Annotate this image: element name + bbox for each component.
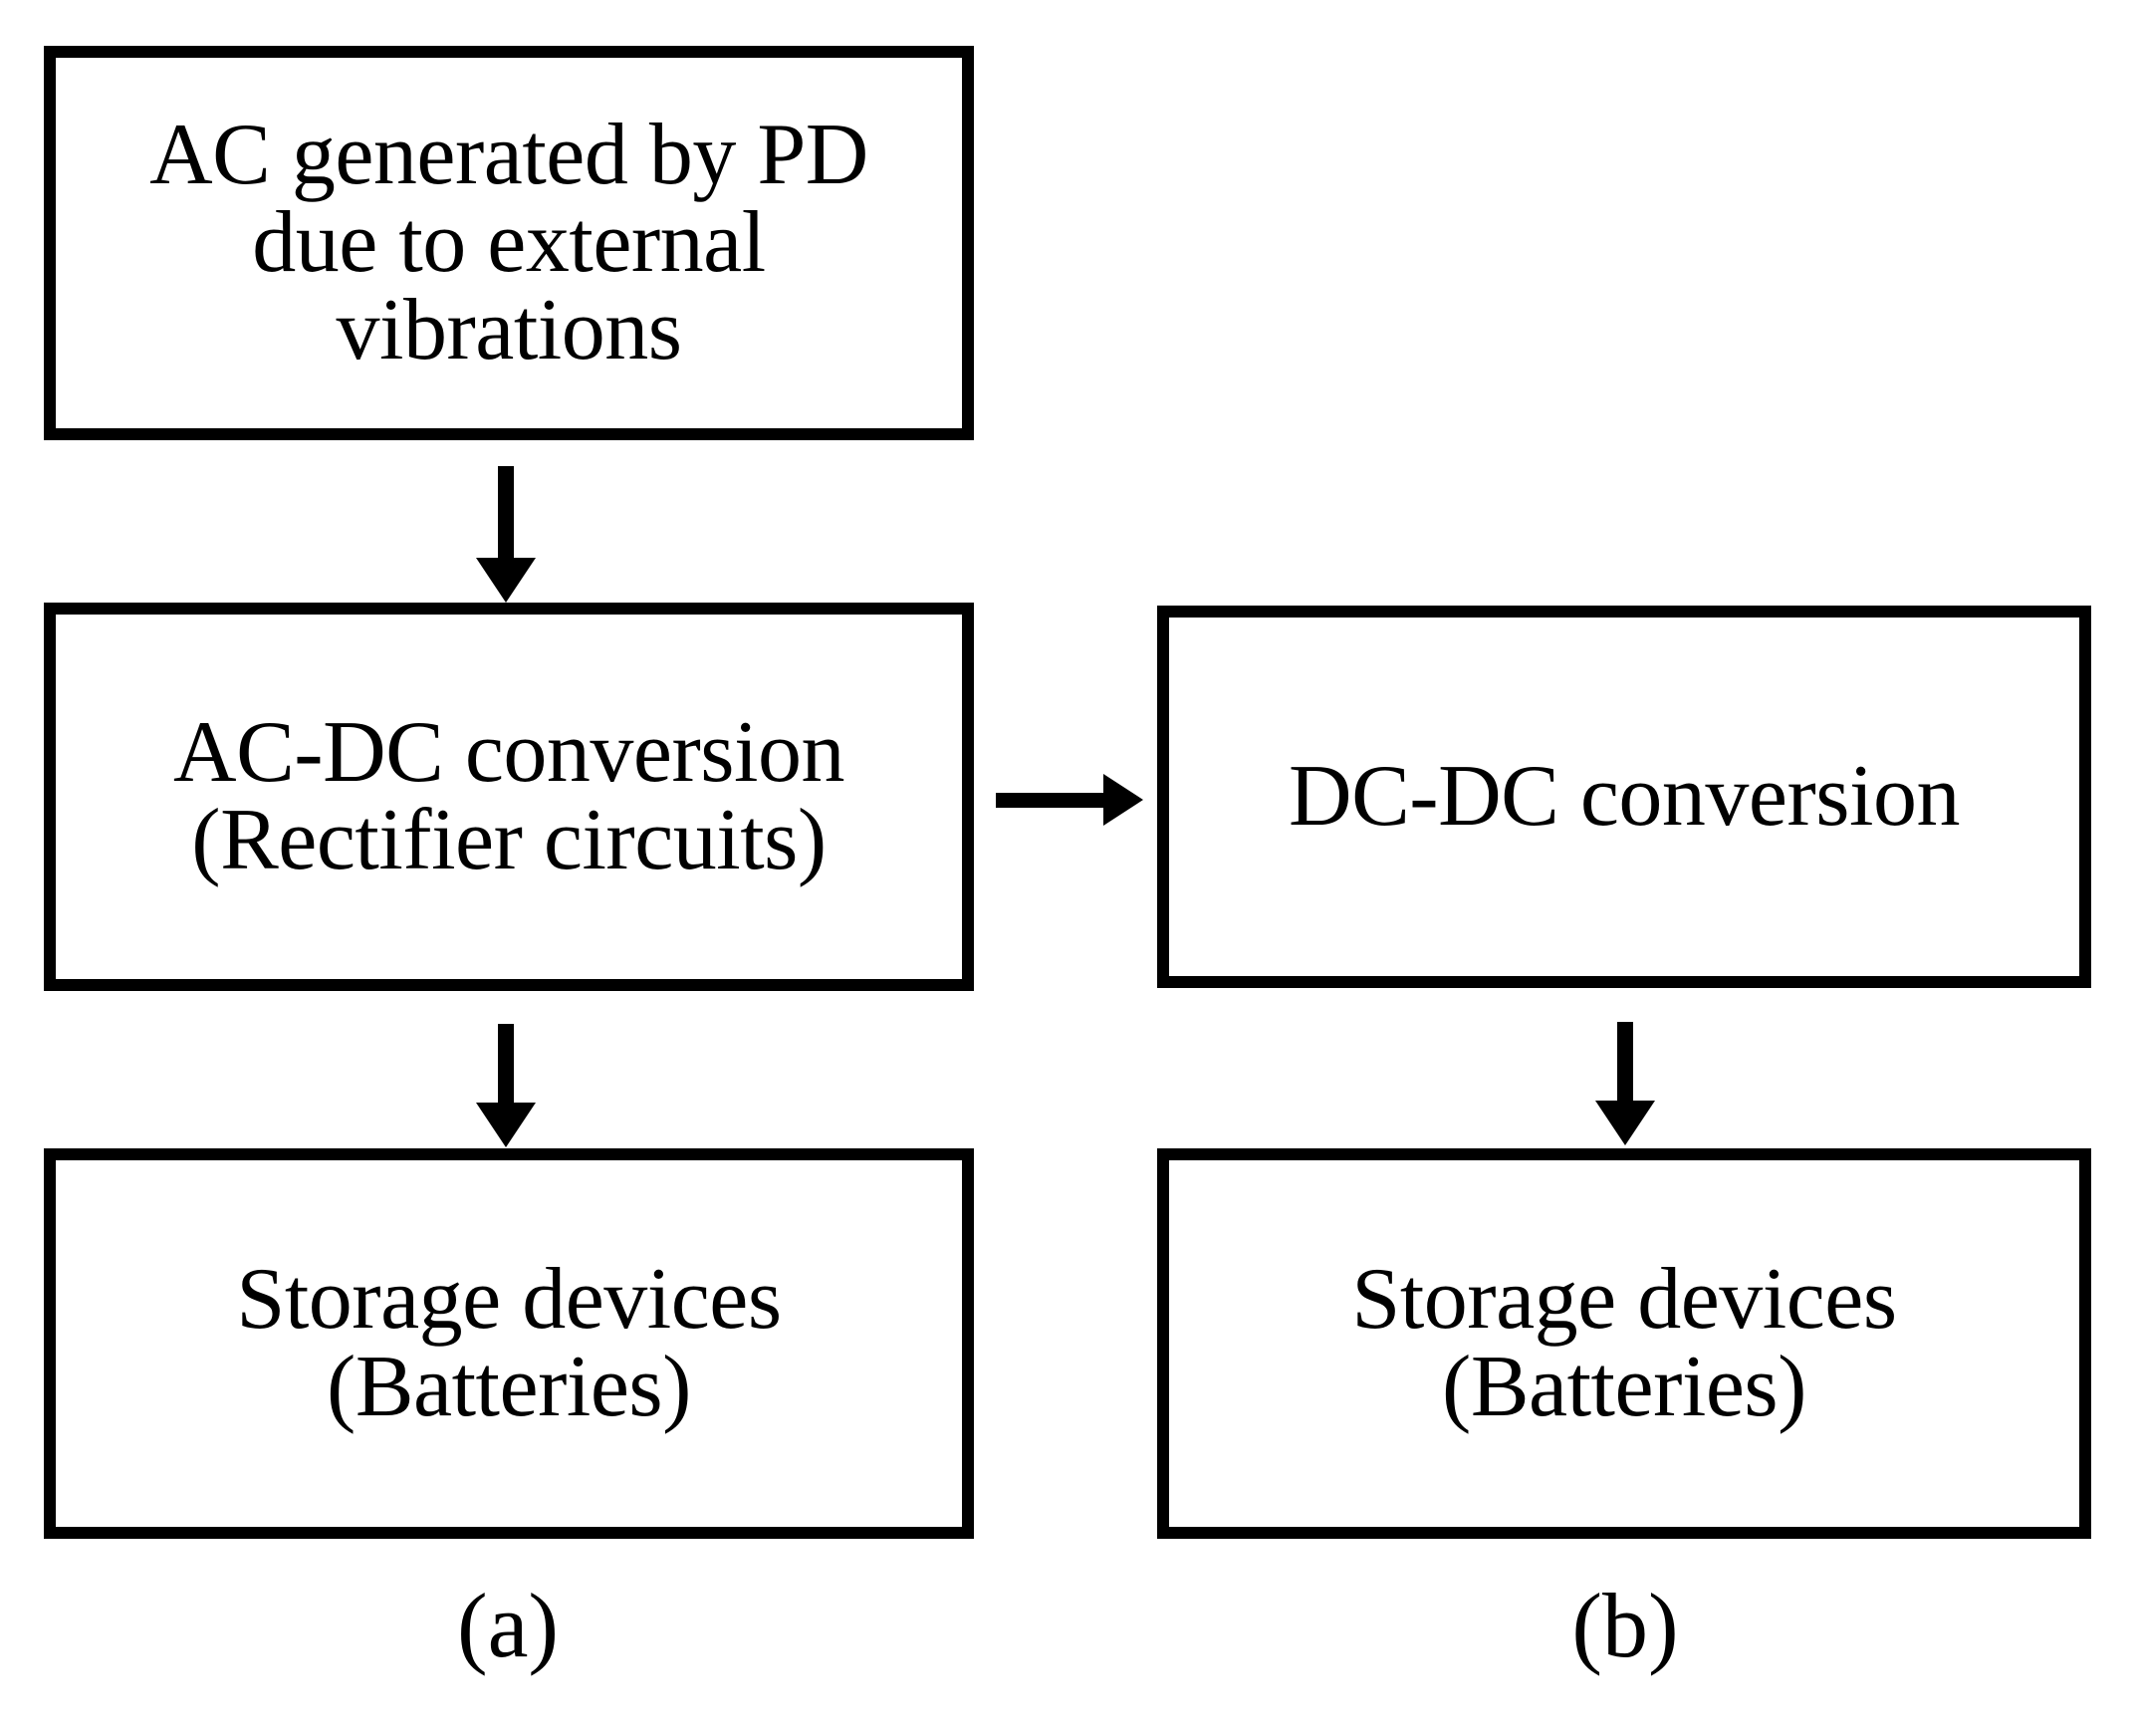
- arrow-shaft: [498, 466, 514, 561]
- subfigure-caption-b: (b): [1571, 1575, 1679, 1676]
- flow-node-ac-dc-conversion: AC-DC conversion (Rectifier circuits): [44, 603, 974, 991]
- flow-node-dc-dc-conversion: DC-DC conversion: [1157, 606, 2091, 988]
- flow-node-storage-devices-a: Storage devices (Batteries): [44, 1148, 974, 1539]
- arrow-shaft: [1617, 1022, 1633, 1104]
- arrow-head: [476, 558, 536, 603]
- arrow-shaft: [996, 793, 1107, 808]
- arrow-down-acdc-to-storage: [476, 1024, 536, 1153]
- arrow-down-dcdc-to-storage: [1595, 1022, 1655, 1151]
- flow-node-label: AC-DC conversion (Rectifier circuits): [173, 704, 844, 888]
- arrow-head: [1103, 774, 1143, 826]
- arrow-down-source-to-acdc: [476, 466, 536, 606]
- flow-node-storage-devices-b: Storage devices (Batteries): [1157, 1148, 2091, 1539]
- flow-node-label: Storage devices (Batteries): [1351, 1251, 1897, 1435]
- flow-node-label: Storage devices (Batteries): [236, 1251, 782, 1435]
- subfigure-caption-a: (a): [456, 1575, 560, 1676]
- flow-node-label: DC-DC conversion: [1289, 748, 1960, 845]
- arrow-shaft: [498, 1024, 514, 1106]
- arrow-head: [1595, 1101, 1655, 1145]
- arrow-head: [476, 1103, 536, 1147]
- arrow-right-acdc-to-dcdc: [996, 774, 1145, 826]
- flow-node-ac-generated-by-pd: AC generated by PD due to external vibra…: [44, 46, 974, 440]
- flow-node-label: AC generated by PD due to external vibra…: [149, 107, 868, 378]
